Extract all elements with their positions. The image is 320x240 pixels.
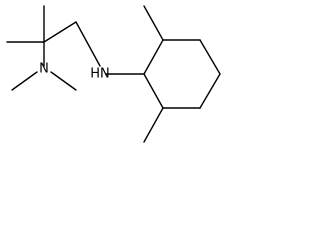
ring-bond-6 (143, 73, 164, 109)
chemical-structure-diagram: N HN (6, 5, 221, 143)
bond-n-methyl-right (50, 71, 77, 91)
molecule-canvas: N HN (0, 0, 226, 150)
bond-ring-methyl-top (143, 5, 164, 41)
ring-bond-3 (199, 39, 221, 75)
bond-quaternary-to-ch2 (43, 21, 77, 43)
ring-bond-4 (199, 73, 221, 109)
bond-ring-methyl-bottom (143, 107, 164, 143)
tertiary-amine-label: N (39, 62, 49, 77)
secondary-amine-label: HN (90, 67, 110, 82)
bond-n-methyl-left (11, 71, 38, 91)
ring-bond-1 (143, 39, 164, 75)
bond-ch2-to-hn (75, 21, 101, 67)
